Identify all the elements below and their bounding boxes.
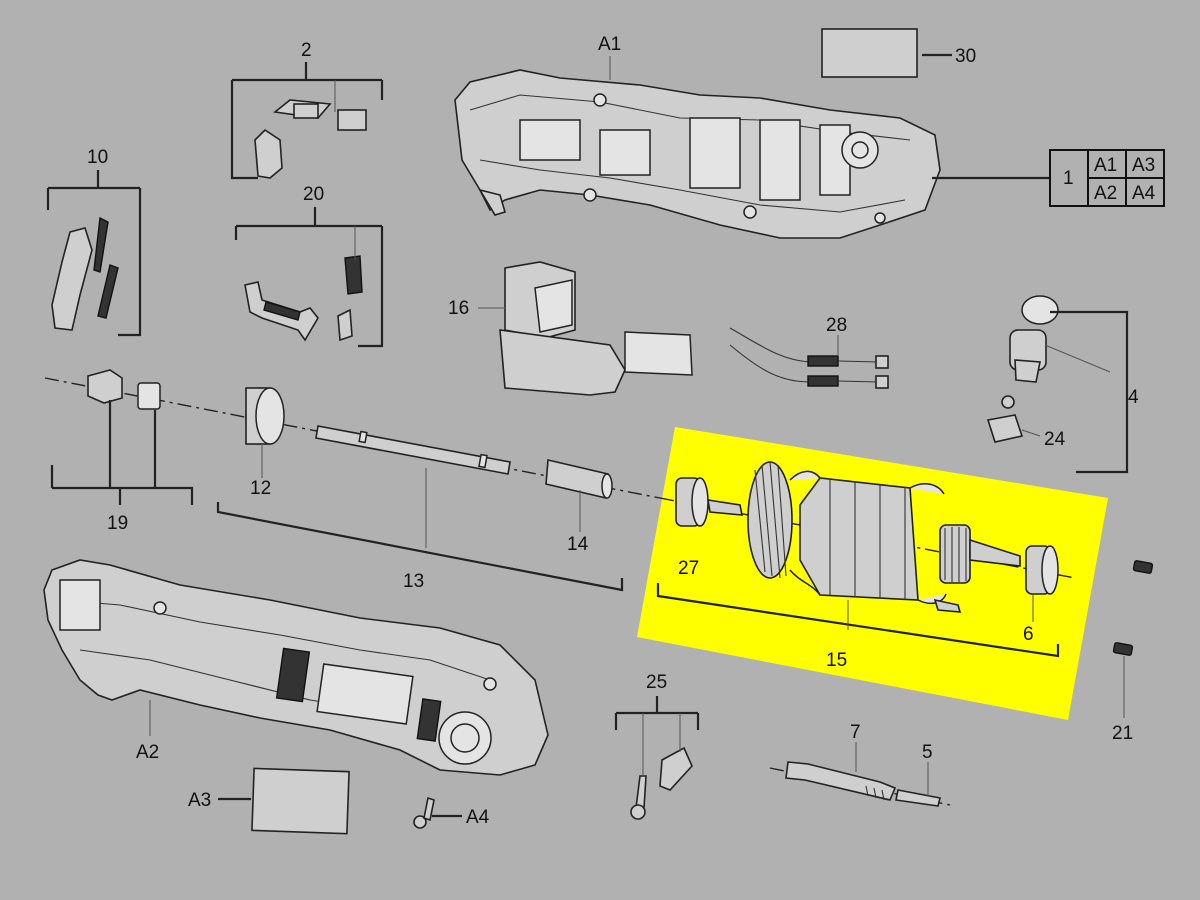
- label-13: 13: [403, 571, 424, 592]
- label-12: 12: [250, 478, 271, 499]
- sleeve-14[interactable]: [545, 459, 613, 499]
- label-15: 15: [826, 650, 847, 671]
- part-5-cable[interactable]: [895, 789, 941, 807]
- housing-half-a2[interactable]: [43, 559, 549, 776]
- kit-number: 1: [1063, 168, 1074, 189]
- label-4: 4: [1128, 387, 1139, 408]
- label-19: 19: [107, 513, 128, 534]
- part-2-slider[interactable]: [254, 99, 367, 179]
- label-plate-30[interactable]: [821, 28, 918, 78]
- label-14: 14: [567, 534, 589, 555]
- bearing-27[interactable]: [675, 477, 709, 527]
- label-10: 10: [87, 147, 108, 168]
- part-20-pin[interactable]: [244, 255, 363, 342]
- label-7: 7: [850, 722, 861, 743]
- shaft-13[interactable]: [315, 425, 511, 475]
- brush-24[interactable]: [986, 395, 1024, 443]
- label-28: 28: [826, 315, 847, 336]
- switch-16[interactable]: [499, 261, 693, 396]
- label-16: 16: [448, 298, 469, 319]
- part-10-lock[interactable]: [51, 216, 119, 331]
- label-21: 21: [1112, 723, 1133, 744]
- armature-15[interactable]: [707, 461, 1021, 613]
- label-plate-a3[interactable]: [251, 767, 350, 835]
- bearing-6[interactable]: [1025, 545, 1059, 595]
- part-25-screws[interactable]: [630, 746, 693, 820]
- label-25: 25: [646, 672, 667, 693]
- bearing-12[interactable]: [245, 387, 285, 445]
- label-a3: A3: [188, 790, 211, 811]
- set-screw-21[interactable]: [1112, 560, 1154, 656]
- brushes-28[interactable]: [729, 327, 889, 389]
- label-a1: A1: [598, 34, 621, 55]
- brush-holder-4[interactable]: [1009, 295, 1059, 383]
- label-2: 2: [301, 40, 312, 61]
- label-20: 20: [303, 184, 324, 205]
- label-27: 27: [678, 558, 699, 579]
- kit-cell-a2: A2: [1094, 183, 1117, 204]
- label-6: 6: [1023, 624, 1034, 645]
- label-a2: A2: [136, 742, 159, 763]
- label-24: 24: [1044, 429, 1066, 450]
- part-7-sleeve[interactable]: [785, 761, 897, 801]
- kit-cell-a4: A4: [1132, 183, 1156, 204]
- housing-half-a1[interactable]: [454, 69, 941, 239]
- label-5: 5: [922, 742, 933, 763]
- housing-kit-table: 1 A1 A3 A2 A4: [932, 149, 1165, 207]
- label-30: 30: [955, 46, 976, 67]
- kit-cell-a1: A1: [1094, 155, 1117, 176]
- screw-a4[interactable]: [413, 796, 435, 829]
- collet-19[interactable]: [87, 369, 161, 410]
- label-a4: A4: [466, 807, 490, 828]
- kit-cell-a3: A3: [1132, 155, 1155, 176]
